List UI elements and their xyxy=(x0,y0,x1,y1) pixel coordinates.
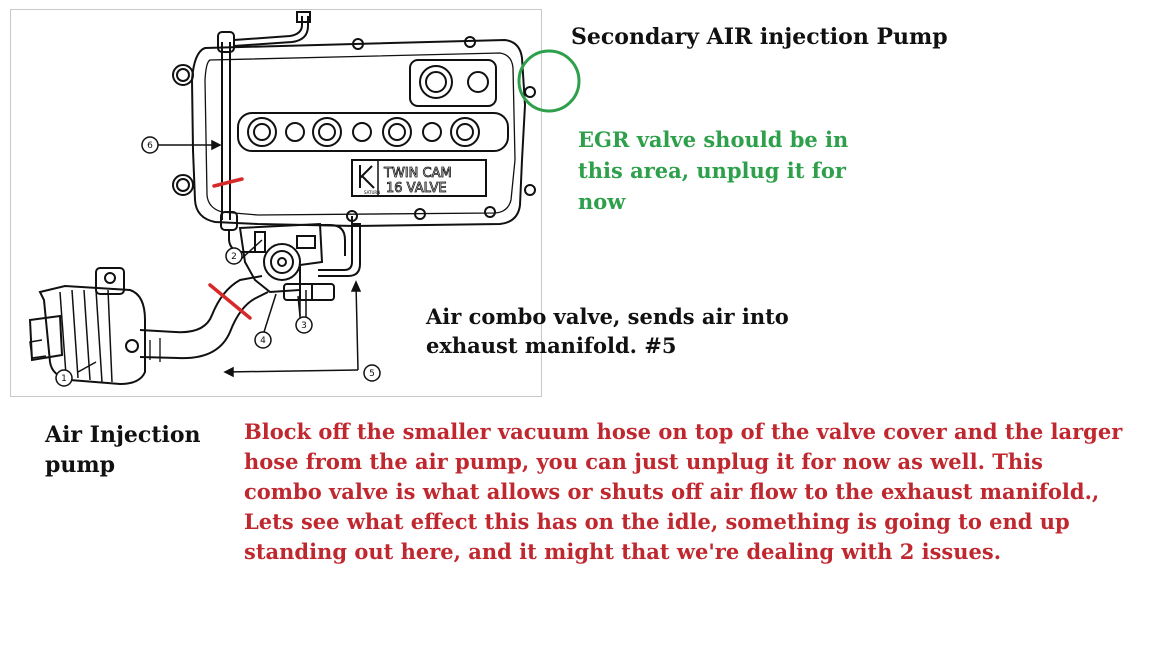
red-markers xyxy=(208,177,252,320)
spark-plug-row xyxy=(237,112,509,152)
callout-4 xyxy=(254,331,272,349)
egr-valve-note: EGR valve should be in this area, unplug… xyxy=(578,127,849,214)
callout-2 xyxy=(225,247,243,265)
callout-5 xyxy=(363,364,381,382)
egr-area-circle xyxy=(517,49,581,113)
air-pump-hose xyxy=(139,275,269,362)
air-injection-pump-label: Air Injection pump xyxy=(45,422,201,478)
brand-text: SATURN xyxy=(364,190,380,195)
cover-text-line2: 16 VALVE xyxy=(386,181,447,196)
oil-cap xyxy=(409,59,497,107)
callout-1-text: 1 xyxy=(61,374,67,384)
pump-hose-marker xyxy=(208,283,252,320)
callout-3-text: 3 xyxy=(301,321,307,331)
secondary-air-pump-title: Secondary AIR injection Pump xyxy=(571,24,948,50)
combo-valve xyxy=(238,216,361,330)
valve-cover xyxy=(172,36,536,228)
callout-2-text: 2 xyxy=(231,252,237,262)
combo-valve-note: Air combo valve, sends air into exhaust … xyxy=(426,304,789,358)
callout-5-text: 5 xyxy=(369,369,375,379)
callout-6-text: 6 xyxy=(147,141,153,151)
twin-cam-logo: SATURN TWIN CAM 16 VALVE xyxy=(351,159,487,197)
callout-3 xyxy=(295,316,313,334)
cover-text-line1: TWIN CAM xyxy=(383,166,452,181)
callout-4-text: 4 xyxy=(260,336,266,346)
callout-circles xyxy=(55,136,381,387)
air-injection-pump xyxy=(28,267,146,386)
callout-1 xyxy=(55,369,73,387)
vacuum-hose-marker xyxy=(212,177,244,188)
callout-6 xyxy=(141,136,159,154)
callout-leaders xyxy=(77,139,362,378)
block-off-instructions: Block off the smaller vacuum hose on top… xyxy=(244,419,1123,564)
